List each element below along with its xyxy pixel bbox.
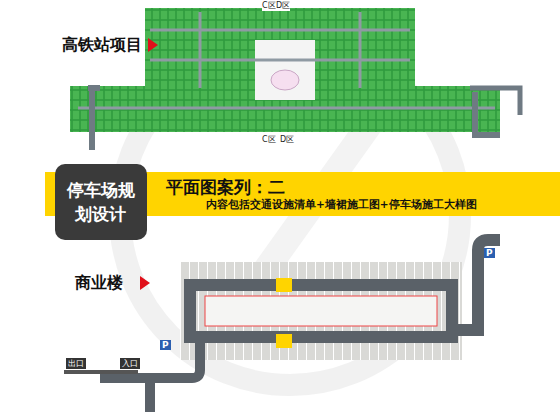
heading: 停车场规划设计: [64, 178, 139, 226]
zone-label: D区: [276, 0, 290, 11]
zone-label: D区: [280, 134, 294, 145]
zone-label: C区: [262, 0, 276, 11]
subtitle: 内容包括交通设施清单+墙裙施工图+停车场施工大样图: [206, 198, 477, 212]
exit-sign: 出口: [66, 358, 86, 369]
band-text-box: 平面图案列：二内容包括交通设施清单+墙裙施工图+停车场施工大样图: [160, 174, 558, 214]
heading: 平面图案列：二: [166, 176, 285, 199]
parking-sign: P: [160, 340, 171, 350]
entrance-sign: 入口: [120, 358, 140, 369]
station-plan: [70, 8, 520, 150]
commercial-plan: [64, 240, 500, 412]
parking-sign: P: [484, 248, 495, 258]
red-arrow: [148, 38, 158, 52]
zone-label: C区: [262, 134, 276, 145]
title-box: 停车场规划设计: [55, 164, 147, 240]
section-heading: 商业楼: [75, 273, 123, 294]
section-heading: 高铁站项目: [62, 35, 142, 56]
red-arrow: [140, 276, 150, 290]
